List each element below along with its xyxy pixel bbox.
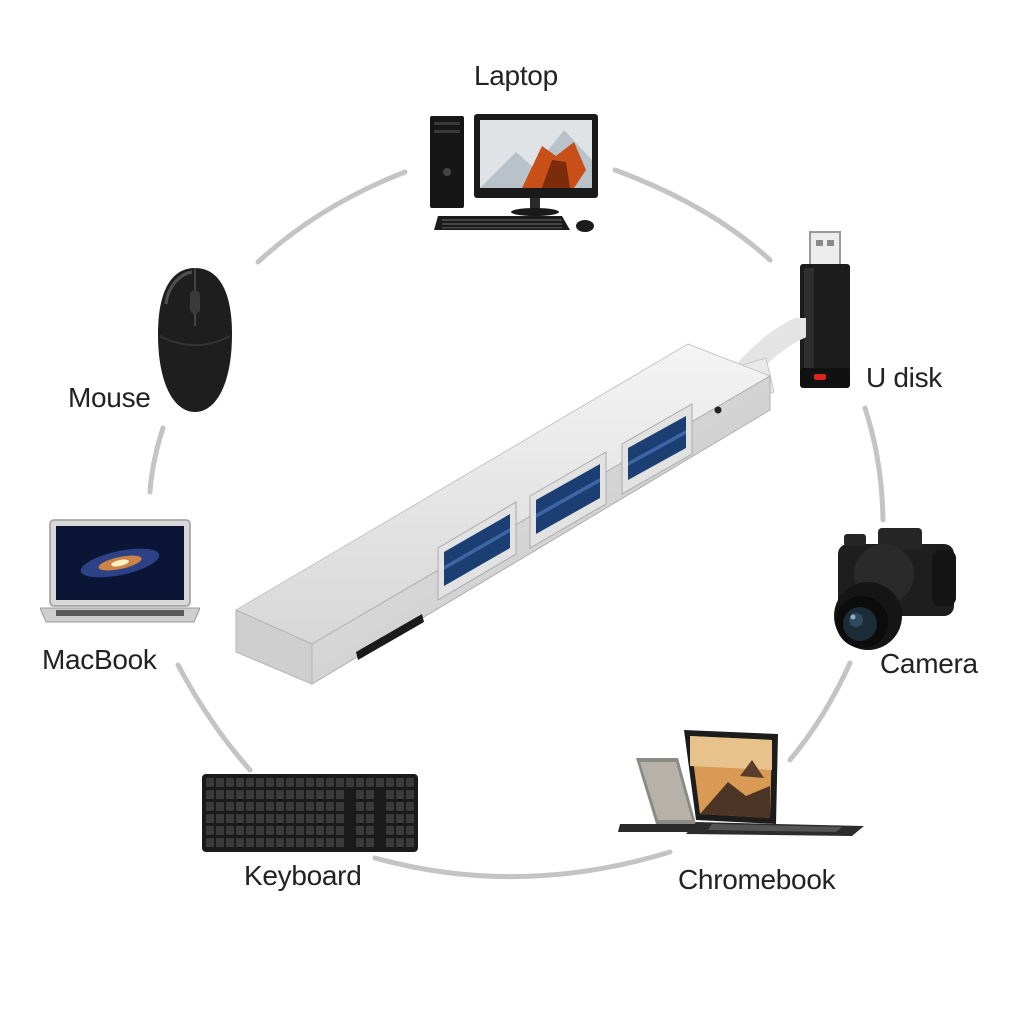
label-camera: Camera — [880, 648, 978, 679]
label-chromebook: Chromebook — [678, 864, 836, 895]
label-keyboard: Keyboard — [244, 860, 362, 891]
ring-arc-camera-chromebook — [787, 660, 853, 763]
convertible-laptop-icon — [618, 730, 864, 836]
label-udisk: U disk — [866, 362, 942, 393]
label-laptop: Laptop — [474, 60, 558, 91]
ring-arc-udisk-camera — [862, 405, 886, 523]
laptop-icon — [40, 519, 200, 623]
dslr-camera-icon — [834, 528, 956, 650]
ring-arc-laptop-udisk — [612, 167, 773, 263]
ring-arc-macbook-keyboard — [175, 662, 253, 773]
desktop-computer-icon — [430, 114, 598, 232]
mouse-icon — [158, 268, 232, 412]
status-led-icon — [714, 406, 722, 414]
ring-arc-mouse-macbook — [147, 425, 166, 495]
usb-flash-drive-icon — [800, 231, 850, 388]
ring-arc-laptop-mouse — [255, 169, 408, 265]
usb-port-2-icon — [529, 451, 607, 549]
usb-port-1-icon — [437, 501, 517, 601]
label-mouse: Mouse — [68, 382, 151, 413]
card-slot-icon — [356, 614, 424, 660]
ring-arc-keyboard-chromebook — [372, 849, 673, 880]
usb-hub-icon — [234, 318, 806, 685]
keyboard-icon — [202, 774, 418, 852]
label-macbook: MacBook — [42, 644, 157, 675]
usb-port-3-icon — [621, 403, 693, 495]
